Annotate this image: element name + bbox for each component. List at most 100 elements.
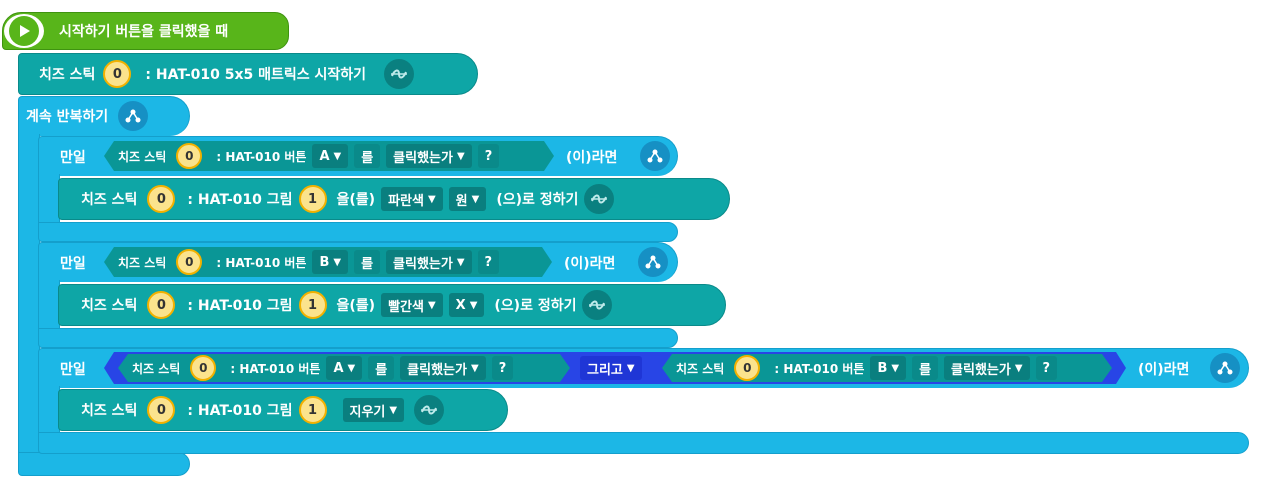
- chevron-down-icon: ▼: [389, 404, 398, 416]
- draw2-suffix: (으)로 정하기: [494, 298, 577, 314]
- shape-select-dropdown[interactable]: 원▼: [448, 187, 487, 211]
- draw3-image-number-input[interactable]: 1: [298, 396, 327, 424]
- cond3-right-port-input[interactable]: 0: [734, 355, 761, 381]
- port-number-input[interactable]: 0: [103, 60, 132, 88]
- draw1-port-input[interactable]: 0: [147, 185, 176, 213]
- draw2-device: : HAT-010 그림: [187, 298, 293, 314]
- draw2-image-number-input[interactable]: 1: [298, 291, 327, 319]
- question-mark: ?: [477, 144, 500, 168]
- forever-loop-label: 계속 반복하기: [26, 109, 109, 125]
- action-select-dropdown[interactable]: 클릭했는가▼: [400, 356, 486, 380]
- forever-loop-block[interactable]: [18, 96, 190, 136]
- color-select-dropdown[interactable]: 빨간색▼: [381, 293, 443, 317]
- question-mark: ?: [1035, 356, 1058, 380]
- clear-action-value: 지우기: [349, 404, 386, 420]
- if-3-arm: [38, 386, 60, 434]
- button-select-dropdown[interactable]: B▼: [312, 250, 349, 274]
- cond2-prefix: 치즈 스틱: [118, 255, 167, 270]
- cond3-left-port-input[interactable]: 0: [190, 355, 217, 381]
- forever-loop-arm: [18, 134, 40, 454]
- if-1-label: 만일: [60, 150, 86, 166]
- if-3-footer: [38, 432, 1249, 454]
- condition-3-left-content: 치즈 스틱 0 : HAT-010 버튼 A▼ 를 클릭했는가▼ ?: [132, 354, 514, 382]
- draw-block-1[interactable]: 치즈 스틱 0 : HAT-010 그림 1 을(를) 파란색▼ 원▼ (으)로…: [58, 178, 730, 220]
- draw1-particle: 을(를): [336, 192, 376, 208]
- if-1-arm: [38, 174, 60, 224]
- draw3-prefix: 치즈 스틱: [81, 403, 138, 419]
- draw1-device: : HAT-010 그림: [187, 192, 293, 208]
- forever-loop-header: 계속 반복하기: [26, 96, 149, 136]
- hardware-link-icon: [414, 395, 445, 425]
- action-select-dropdown[interactable]: 클릭했는가▼: [386, 144, 472, 168]
- shape-select-value: X: [455, 297, 466, 313]
- if-2-footer: [38, 328, 678, 348]
- shape-select-dropdown[interactable]: X▼: [448, 293, 485, 317]
- if-1-settings-icon: [640, 141, 670, 171]
- hardware-link-icon: [582, 290, 613, 320]
- action-select-dropdown[interactable]: 클릭했는가▼: [944, 356, 1030, 380]
- chevron-down-icon: ▼: [470, 362, 479, 374]
- cond3-left-device: : HAT-010 버튼: [230, 361, 321, 376]
- button-select-dropdown[interactable]: A▼: [326, 356, 363, 380]
- if-2-then-label: (이)라면: [564, 256, 616, 272]
- chevron-down-icon: ▼: [891, 362, 900, 374]
- shape-select-value: 원: [455, 193, 468, 209]
- play-icon: [4, 14, 44, 48]
- button-select-value: A: [333, 360, 344, 376]
- button-select-dropdown[interactable]: B▼: [870, 356, 907, 380]
- logic-operator-value: 그리고: [587, 362, 623, 378]
- chevron-down-icon: ▼: [427, 299, 436, 311]
- when-start-clicked-block[interactable]: 시작하기 버튼을 클릭했을 때: [2, 12, 289, 50]
- if-1-then-label: (이)라면: [566, 150, 618, 166]
- if-2-arm: [38, 280, 60, 330]
- button-select-value: B: [319, 254, 330, 270]
- color-select-value: 빨간색: [388, 299, 424, 315]
- particle-label: 를: [912, 356, 939, 380]
- chevron-down-icon: ▼: [626, 362, 635, 374]
- action-select-value: 클릭했는가: [393, 150, 453, 166]
- draw2-port-input[interactable]: 0: [147, 291, 176, 319]
- draw2-prefix: 치즈 스틱: [81, 298, 138, 314]
- matrix-start-suffix: : HAT-010 5x5 매트릭스 시작하기: [145, 67, 367, 83]
- cond2-port-input[interactable]: 0: [176, 249, 203, 275]
- cond2-device: : HAT-010 버튼: [216, 255, 307, 270]
- draw-block-2[interactable]: 치즈 스틱 0 : HAT-010 그림 1 을(를) 빨간색▼ X▼ (으)로…: [58, 284, 726, 326]
- cond1-prefix: 치즈 스틱: [118, 149, 167, 164]
- matrix-start-prefix: 치즈 스틱: [39, 67, 96, 83]
- draw1-suffix: (으)로 정하기: [496, 192, 579, 208]
- draw3-port-input[interactable]: 0: [147, 396, 176, 424]
- particle-label: 를: [354, 144, 381, 168]
- cond1-device: : HAT-010 버튼: [216, 149, 307, 164]
- draw1-prefix: 치즈 스틱: [81, 192, 138, 208]
- if-3-then-label: (이)라면: [1138, 362, 1190, 378]
- chevron-down-icon: ▼: [333, 256, 342, 268]
- matrix-start-block[interactable]: 치즈 스틱 0 : HAT-010 5x5 매트릭스 시작하기: [18, 53, 478, 95]
- action-select-dropdown[interactable]: 클릭했는가▼: [386, 250, 472, 274]
- hardware-link-icon: [384, 59, 415, 89]
- cond1-port-input[interactable]: 0: [176, 143, 203, 169]
- logic-operator-dropdown[interactable]: 그리고▼: [580, 356, 642, 380]
- clear-action-dropdown[interactable]: 지우기▼: [342, 398, 405, 422]
- if-3-label: 만일: [60, 362, 86, 378]
- chevron-down-icon: ▼: [469, 299, 478, 311]
- button-select-dropdown[interactable]: A▼: [312, 144, 349, 168]
- condition-3-right-content: 치즈 스틱 0 : HAT-010 버튼 B▼ 를 클릭했는가▼ ?: [676, 354, 1058, 382]
- cond3-left-prefix: 치즈 스틱: [132, 361, 181, 376]
- condition-1-content: 치즈 스틱 0 : HAT-010 버튼 A▼ 를 클릭했는가▼ ?: [118, 141, 500, 171]
- draw3-device: : HAT-010 그림: [187, 403, 293, 419]
- chevron-down-icon: ▼: [456, 150, 465, 162]
- condition-2-content: 치즈 스틱 0 : HAT-010 버튼 B▼ 를 클릭했는가▼ ?: [118, 247, 500, 277]
- chevron-down-icon: ▼: [333, 150, 342, 162]
- chevron-down-icon: ▼: [456, 256, 465, 268]
- chevron-down-icon: ▼: [427, 193, 436, 205]
- event-label: 시작하기 버튼을 클릭했을 때: [59, 24, 229, 40]
- action-select-value: 클릭했는가: [407, 362, 467, 378]
- cond3-right-prefix: 치즈 스틱: [676, 361, 725, 376]
- color-select-dropdown[interactable]: 파란색▼: [381, 187, 443, 211]
- action-select-value: 클릭했는가: [393, 256, 453, 272]
- draw1-image-number-input[interactable]: 1: [298, 185, 327, 213]
- clear-image-block[interactable]: 치즈 스틱 0 : HAT-010 그림 1 지우기▼: [58, 389, 508, 431]
- question-mark: ?: [491, 356, 514, 380]
- chevron-down-icon: ▼: [1014, 362, 1023, 374]
- button-select-value: B: [877, 360, 888, 376]
